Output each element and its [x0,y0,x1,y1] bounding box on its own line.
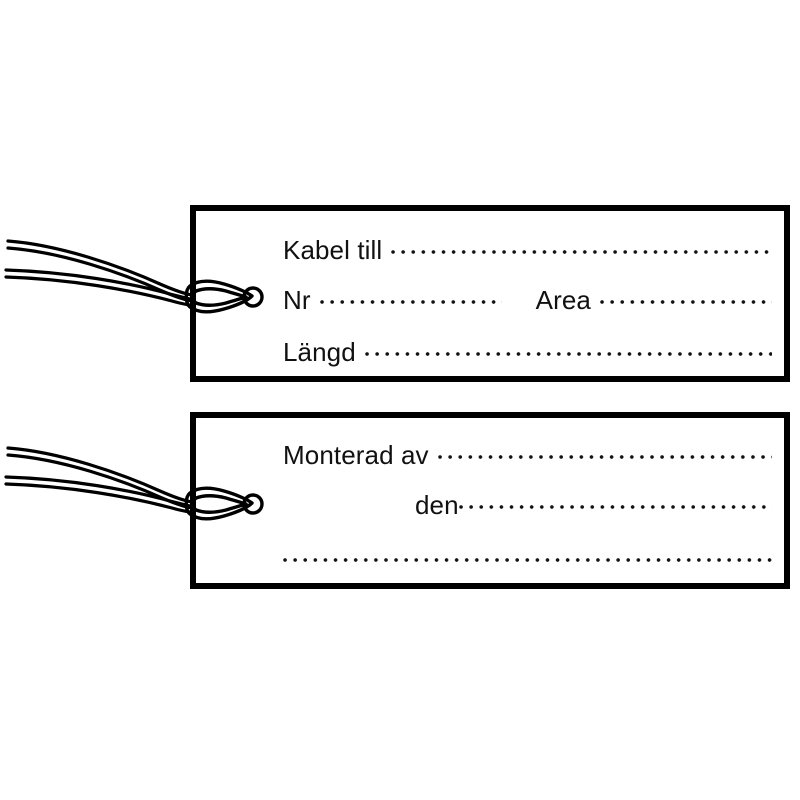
kabel-till-label: Kabel till [283,235,383,265]
nr-label: Nr [283,285,311,315]
monterad-av-label: Monterad av [283,440,429,470]
area-label: Area [535,285,591,315]
row-kabel-till: Kabel till [196,233,784,267]
langd-dotted-field[interactable] [364,335,772,361]
area-dotted-field[interactable] [599,283,772,309]
cable-identification-tag[interactable]: Kabel till Nr Area Längd [190,205,790,382]
monterad-av-dotted-field[interactable] [437,438,772,464]
row-monterad-av: Monterad av [196,438,784,472]
den-label: den [415,490,459,520]
langd-label: Längd [283,337,356,367]
row-free-note [196,541,784,575]
free-note-dotted-field[interactable] [283,541,772,567]
den-date-dotted-field[interactable] [458,488,772,514]
row-langd: Längd [196,335,784,369]
row-nr-area: Nr Area [196,283,784,317]
nr-dotted-field[interactable] [319,283,502,309]
row-den: den [196,488,784,522]
installer-signature-tag[interactable]: Monterad av den [190,412,790,589]
kabel-till-dotted-field[interactable] [391,233,772,259]
